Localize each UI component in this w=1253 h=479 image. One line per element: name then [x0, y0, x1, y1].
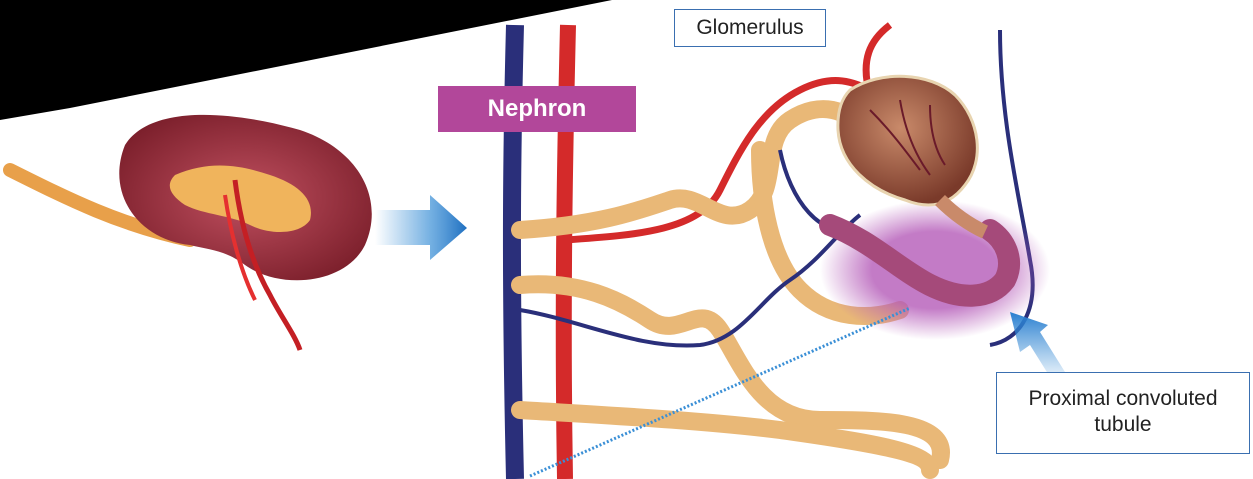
proximal-tubule-label: Proximal convoluted tubule: [996, 372, 1250, 454]
proximal-tubule-label-line2: tubule: [997, 412, 1249, 438]
nephron-title-tag: Nephron: [438, 86, 636, 132]
glomerulus-label: Glomerulus: [674, 9, 826, 47]
kidney-drawing: [10, 115, 372, 350]
kidney-to-nephron-arrow: [375, 195, 467, 260]
proximal-tubule-label-line1: Proximal convoluted: [997, 386, 1249, 412]
